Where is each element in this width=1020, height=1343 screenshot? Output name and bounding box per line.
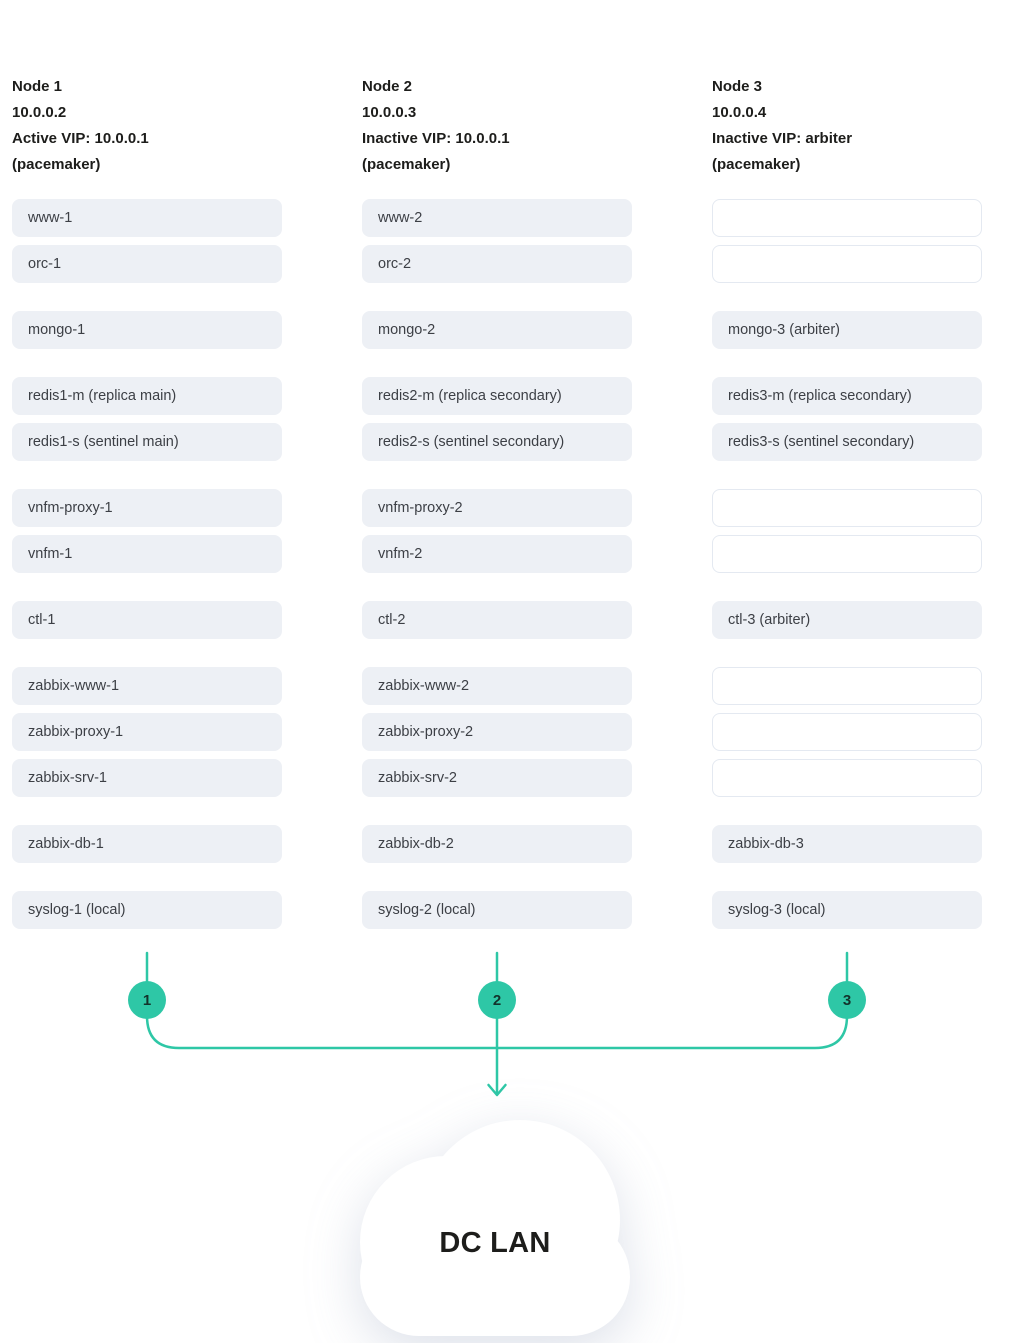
group-zabbix-db: zabbix-db-1 xyxy=(12,825,282,863)
node-title: Node 2 xyxy=(362,78,413,95)
box-orc-2: orc-2 xyxy=(362,245,632,283)
box-zabbix-srv-1: zabbix-srv-1 xyxy=(12,759,282,797)
group-zabbix: zabbix-www-2 zabbix-proxy-2 zabbix-srv-2 xyxy=(362,667,632,797)
box-syslog-1: syslog-1 (local) xyxy=(12,891,282,929)
group-zabbix xyxy=(712,667,982,797)
box-empty-placeholder xyxy=(712,713,982,751)
box-ctl-2: ctl-2 xyxy=(362,601,632,639)
box-orc-1: orc-1 xyxy=(12,245,282,283)
group-syslog: syslog-2 (local) xyxy=(362,891,632,929)
node-ip: 10.0.0.3 xyxy=(362,104,417,121)
group-zabbix-db: zabbix-db-3 xyxy=(712,825,982,863)
box-mongo-1: mongo-1 xyxy=(12,311,282,349)
box-mongo-3-arbiter: mongo-3 (arbiter) xyxy=(712,311,982,349)
cloud-shape-icon xyxy=(360,1218,630,1336)
node-cluster-manager: (pacemaker) xyxy=(12,156,101,173)
arrowhead-icon xyxy=(487,1083,507,1097)
node-3-badge: 3 xyxy=(828,981,866,1019)
node-cluster-manager: (pacemaker) xyxy=(712,156,801,173)
box-mongo-2: mongo-2 xyxy=(362,311,632,349)
box-empty-placeholder xyxy=(712,489,982,527)
box-zabbix-www-1: zabbix-www-1 xyxy=(12,667,282,705)
box-redis3-m: redis3-m (replica secondary) xyxy=(712,377,982,415)
node-ip: 10.0.0.4 xyxy=(712,104,767,121)
box-redis2-s: redis2-s (sentinel secondary) xyxy=(362,423,632,461)
node-vip-status: Inactive VIP: 10.0.0.1 xyxy=(362,130,510,147)
node-title: Node 3 xyxy=(712,78,763,95)
group-syslog: syslog-3 (local) xyxy=(712,891,982,929)
group-mongo: mongo-1 xyxy=(12,311,282,349)
group-ctl: ctl-2 xyxy=(362,601,632,639)
box-zabbix-db-3: zabbix-db-3 xyxy=(712,825,982,863)
badge-number: 2 xyxy=(492,991,502,1009)
node-cluster-manager: (pacemaker) xyxy=(362,156,451,173)
box-redis1-m: redis1-m (replica main) xyxy=(12,377,282,415)
node-3-column: Node 3 10.0.0.4 Inactive VIP: arbiter (p… xyxy=(712,74,982,957)
group-redis: redis3-m (replica secondary) redis3-s (s… xyxy=(712,377,982,461)
dc-lan-label: DC LAN xyxy=(439,1227,551,1259)
group-redis: redis2-m (replica secondary) redis2-s (s… xyxy=(362,377,632,461)
box-ctl-3-arbiter: ctl-3 (arbiter) xyxy=(712,601,982,639)
box-vnfm-2: vnfm-2 xyxy=(362,535,632,573)
box-zabbix-db-2: zabbix-db-2 xyxy=(362,825,632,863)
box-redis2-m: redis2-m (replica secondary) xyxy=(362,377,632,415)
node-vip-status: Active VIP: 10.0.0.1 xyxy=(12,130,149,147)
group-ctl: ctl-1 xyxy=(12,601,282,639)
box-redis1-s: redis1-s (sentinel main) xyxy=(12,423,282,461)
badge-number: 1 xyxy=(142,991,152,1009)
box-zabbix-proxy-2: zabbix-proxy-2 xyxy=(362,713,632,751)
box-empty-placeholder xyxy=(712,535,982,573)
box-vnfm-1: vnfm-1 xyxy=(12,535,282,573)
box-zabbix-proxy-1: zabbix-proxy-1 xyxy=(12,713,282,751)
group-web: www-2 orc-2 xyxy=(362,199,632,283)
node-vip-status: Inactive VIP: arbiter xyxy=(712,130,853,147)
box-empty-placeholder xyxy=(712,759,982,797)
box-vnfm-proxy-1: vnfm-proxy-1 xyxy=(12,489,282,527)
node-2-header: Node 2 10.0.0.3 Inactive VIP: 10.0.0.1 (… xyxy=(362,74,632,178)
node-title: Node 1 xyxy=(12,78,63,95)
group-vnfm: vnfm-proxy-2 vnfm-2 xyxy=(362,489,632,573)
node-2-badge: 2 xyxy=(478,981,516,1019)
group-mongo: mongo-2 xyxy=(362,311,632,349)
group-zabbix: zabbix-www-1 zabbix-proxy-1 zabbix-srv-1 xyxy=(12,667,282,797)
node-1-badge: 1 xyxy=(128,981,166,1019)
group-ctl: ctl-3 (arbiter) xyxy=(712,601,982,639)
dc-lan-cloud: DC LAN xyxy=(360,1120,630,1336)
group-redis: redis1-m (replica main) redis1-s (sentin… xyxy=(12,377,282,461)
group-web xyxy=(712,199,982,283)
group-mongo: mongo-3 (arbiter) xyxy=(712,311,982,349)
box-www-2: www-2 xyxy=(362,199,632,237)
group-vnfm: vnfm-proxy-1 vnfm-1 xyxy=(12,489,282,573)
group-syslog: syslog-1 (local) xyxy=(12,891,282,929)
box-zabbix-www-2: zabbix-www-2 xyxy=(362,667,632,705)
node-3-header: Node 3 10.0.0.4 Inactive VIP: arbiter (p… xyxy=(712,74,982,178)
node-1-column: Node 1 10.0.0.2 Active VIP: 10.0.0.1 (pa… xyxy=(12,74,282,957)
box-syslog-3: syslog-3 (local) xyxy=(712,891,982,929)
node-2-column: Node 2 10.0.0.3 Inactive VIP: 10.0.0.1 (… xyxy=(362,74,632,957)
box-ctl-1: ctl-1 xyxy=(12,601,282,639)
box-empty-placeholder xyxy=(712,667,982,705)
box-zabbix-srv-2: zabbix-srv-2 xyxy=(362,759,632,797)
box-redis3-s: redis3-s (sentinel secondary) xyxy=(712,423,982,461)
node-1-header: Node 1 10.0.0.2 Active VIP: 10.0.0.1 (pa… xyxy=(12,74,282,178)
box-empty-placeholder xyxy=(712,199,982,237)
group-web: www-1 orc-1 xyxy=(12,199,282,283)
group-vnfm xyxy=(712,489,982,573)
badge-number: 3 xyxy=(842,991,852,1009)
node-columns: Node 1 10.0.0.2 Active VIP: 10.0.0.1 (pa… xyxy=(12,74,982,957)
box-empty-placeholder xyxy=(712,245,982,283)
node-ip: 10.0.0.2 xyxy=(12,104,67,121)
group-zabbix-db: zabbix-db-2 xyxy=(362,825,632,863)
box-www-1: www-1 xyxy=(12,199,282,237)
box-zabbix-db-1: zabbix-db-1 xyxy=(12,825,282,863)
box-syslog-2: syslog-2 (local) xyxy=(362,891,632,929)
box-vnfm-proxy-2: vnfm-proxy-2 xyxy=(362,489,632,527)
